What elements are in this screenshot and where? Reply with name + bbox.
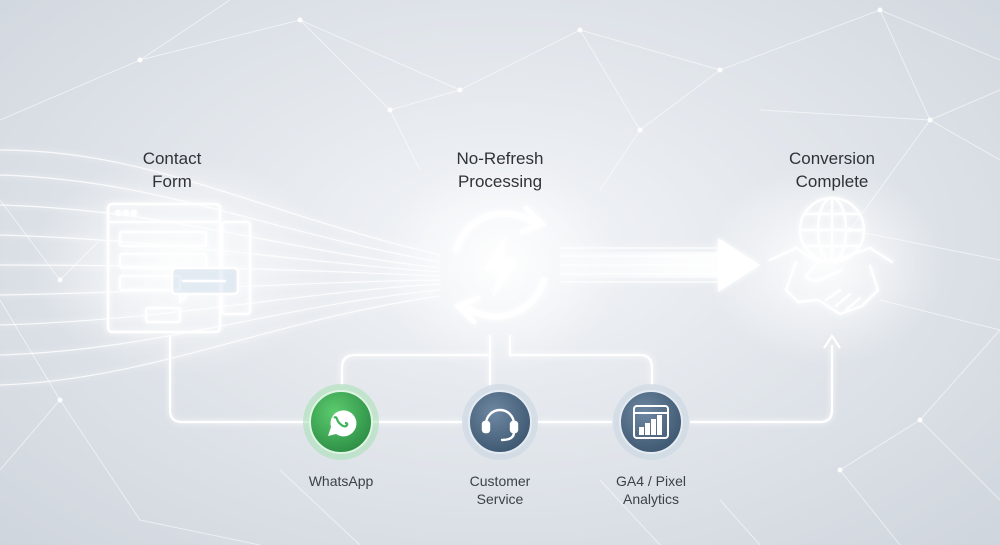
analytics-label: GA4 / Pixel Analytics bbox=[571, 472, 731, 508]
contact-form-label: Contact Form bbox=[72, 147, 272, 193]
customer-service-label-line1: Customer bbox=[469, 473, 531, 489]
contact-form-icon bbox=[106, 202, 252, 334]
customer-service-label: Customer Service bbox=[420, 472, 580, 508]
whatsapp-node bbox=[303, 384, 379, 460]
conversion-label-line2: Complete bbox=[795, 172, 869, 191]
flow-arrow bbox=[560, 238, 760, 292]
channel-connectors bbox=[168, 335, 834, 424]
whatsapp-icon bbox=[328, 410, 357, 437]
no-refresh-label-line2: Processing bbox=[457, 172, 543, 191]
sync-lightning-icon bbox=[453, 205, 547, 325]
lightning-icon bbox=[484, 236, 518, 298]
whatsapp-label: WhatsApp bbox=[261, 472, 421, 490]
handshake-globe-icon bbox=[768, 196, 894, 316]
no-refresh-label: No-Refresh Processing bbox=[400, 147, 600, 193]
analytics-label-line2: Analytics bbox=[622, 491, 680, 507]
conversion-label: Conversion Complete bbox=[732, 147, 932, 193]
analytics-node bbox=[613, 384, 689, 460]
headset-icon bbox=[481, 408, 519, 442]
contact-form-label-line2: Form bbox=[152, 172, 192, 191]
analytics-label-line1: GA4 / Pixel bbox=[615, 473, 687, 489]
customer-service-node bbox=[462, 384, 538, 460]
whatsapp-label-text: WhatsApp bbox=[308, 473, 374, 489]
contact-form-label-line1: Contact bbox=[142, 149, 202, 168]
customer-service-label-line2: Service bbox=[476, 491, 524, 507]
conversion-label-line1: Conversion bbox=[789, 149, 875, 168]
no-refresh-label-line1: No-Refresh bbox=[456, 149, 544, 168]
bar-chart-window-icon bbox=[633, 405, 669, 439]
